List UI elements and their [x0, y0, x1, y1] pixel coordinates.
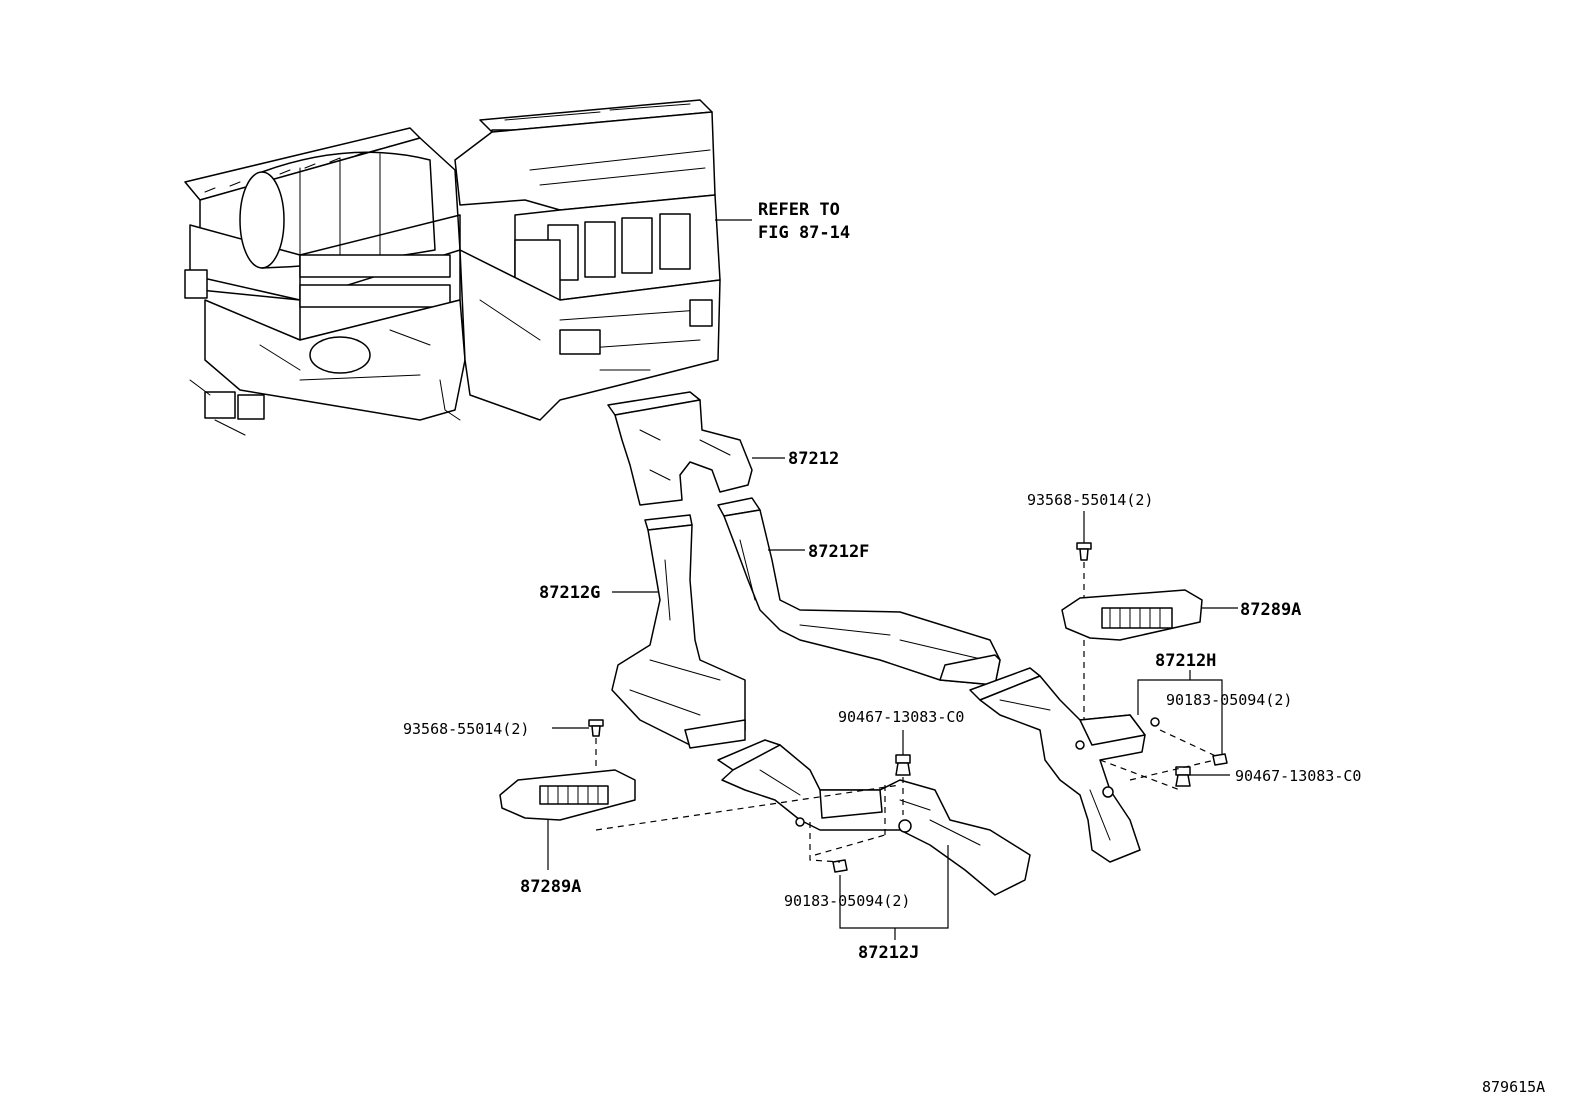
label-87212J: 87212J [858, 943, 919, 963]
label-90183-right: 90183-05094(2) [1166, 691, 1292, 709]
label-90467-right: 90467-13083-C0 [1235, 767, 1361, 785]
label-90183-bottom: 90183-05094(2) [784, 892, 910, 910]
clip-90467-right [1175, 766, 1191, 787]
dash-right-nut [1159, 729, 1221, 759]
bracket-87212H [1137, 679, 1223, 755]
figure-id: 879615A [1482, 1078, 1545, 1096]
register-87289A-left [499, 769, 636, 821]
hvac-unit-assembly [184, 99, 721, 436]
label-90467-center: 90467-13083-C0 [838, 708, 964, 726]
nut-90183-bottom [832, 859, 848, 873]
dash-right-cross [1129, 759, 1216, 781]
dash-left-register-line [595, 784, 901, 831]
dash-bottom-cross [814, 834, 886, 856]
duct-87212H [969, 667, 1160, 863]
register-87289A-right [1061, 589, 1203, 641]
duct-87212G [611, 514, 746, 749]
label-refer-to-line2: FIG 87-14 [758, 223, 850, 243]
duct-87212 [607, 391, 753, 506]
label-93568-left: 93568-55014(2) [403, 720, 529, 738]
screw-93568-top [1076, 542, 1092, 561]
bracket-87212J [839, 845, 949, 929]
duct-87212J [717, 739, 1031, 896]
label-87212F: 87212F [808, 542, 869, 562]
duct-87212F [717, 497, 1001, 686]
label-87289A-left: 87289A [520, 877, 581, 897]
screw-93568-left [588, 719, 604, 737]
dash-bottom-nut [809, 822, 841, 863]
nut-90183-right [1212, 753, 1228, 766]
label-87289A-right: 87289A [1240, 600, 1301, 620]
dash-right-clip [1099, 759, 1181, 791]
clip-90467-center [895, 754, 911, 776]
label-87212H: 87212H [1155, 651, 1216, 671]
label-refer-to-line1: REFER TO [758, 200, 840, 220]
label-87212G: 87212G [539, 583, 600, 603]
label-93568-top: 93568-55014(2) [1027, 491, 1153, 509]
label-87212: 87212 [788, 449, 839, 469]
